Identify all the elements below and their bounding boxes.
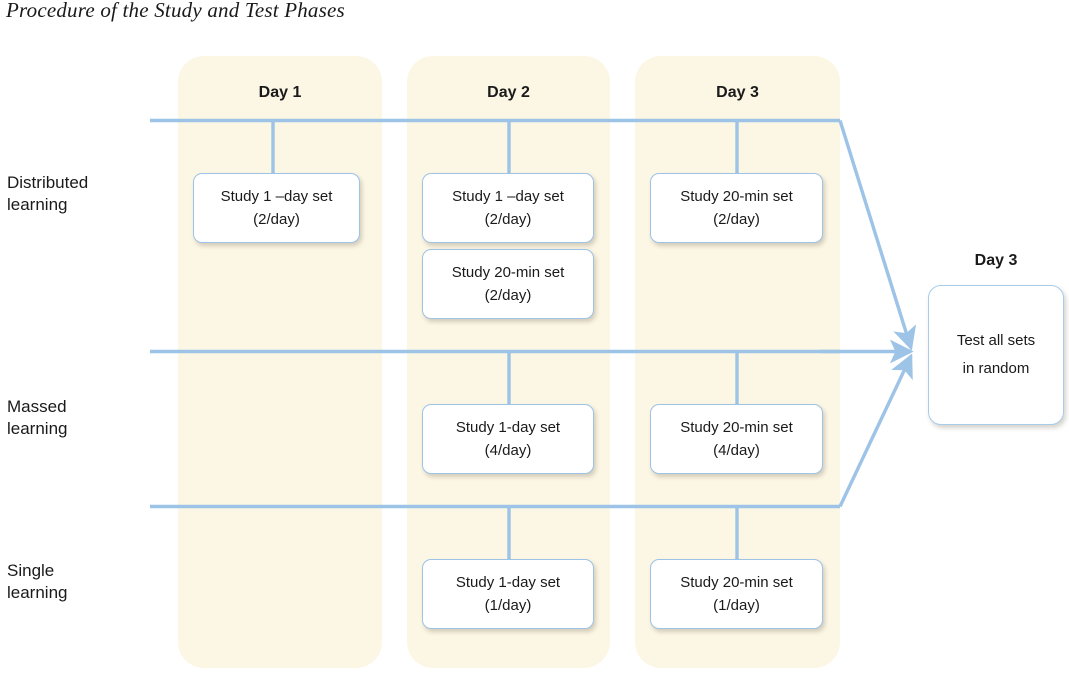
study-box-line2: (2/day) [253, 211, 300, 228]
study-box-single-day3[interactable]: Study 20-min set (1/day) [650, 559, 823, 629]
study-box-line2: (4/day) [484, 442, 532, 459]
study-box-line1: Study 1-day set [455, 573, 561, 591]
page-title: Procedure of the Study and Test Phases [6, 0, 345, 22]
arrow-distributed-to-test [838, 119, 917, 351]
study-box-line1: Study 1-day set [455, 418, 561, 436]
study-box-line1: Study 20-min set [680, 187, 793, 205]
study-box-line1: Study 20-min set [680, 418, 793, 436]
study-box-line2: (2/day) [484, 211, 532, 228]
day-header-2: Day 2 [487, 84, 530, 101]
study-box-line2: (1/day) [713, 597, 760, 614]
study-box-line2: (4/day) [713, 442, 760, 459]
study-box-line2: (1/day) [484, 597, 532, 614]
row-label-single: Single learning [7, 561, 68, 603]
test-box-line1: Test all sets [956, 331, 1036, 349]
test-phase-header: Day 3 [974, 252, 1018, 269]
day-header-1: Day 1 [258, 84, 302, 101]
study-box-distributed-day2-b[interactable]: Study 20-min set (2/day) [422, 249, 594, 319]
row-label-massed: Massed learning [7, 397, 68, 439]
study-box-distributed-day2-a[interactable]: Study 1 –day set (2/day) [422, 173, 594, 243]
test-box[interactable]: Test all sets in random [928, 285, 1064, 425]
study-box-line1: Study 1 –day set [220, 187, 333, 205]
study-box-distributed-day3[interactable]: Study 20-min set (2/day) [650, 173, 823, 243]
row-label-distributed: Distributed learning [7, 173, 89, 215]
day-header-3: Day 3 [716, 84, 759, 101]
arrow-single-to-test [838, 353, 913, 508]
study-box-line1: Study 20-min set [451, 263, 565, 281]
study-box-massed-day3[interactable]: Study 20-min set (4/day) [650, 404, 823, 474]
day-band-1 [178, 56, 382, 668]
study-box-line2: (2/day) [713, 211, 760, 228]
study-box-line2: (2/day) [484, 287, 532, 304]
study-box-line1: Study 20-min set [680, 573, 793, 591]
study-box-distributed-day1[interactable]: Study 1 –day set (2/day) [193, 173, 360, 243]
test-box-line2: in random [962, 360, 1030, 377]
study-box-single-day2[interactable]: Study 1-day set (1/day) [422, 559, 594, 629]
study-box-line1: Study 1 –day set [452, 187, 564, 205]
study-box-massed-day2[interactable]: Study 1-day set (4/day) [422, 404, 594, 474]
